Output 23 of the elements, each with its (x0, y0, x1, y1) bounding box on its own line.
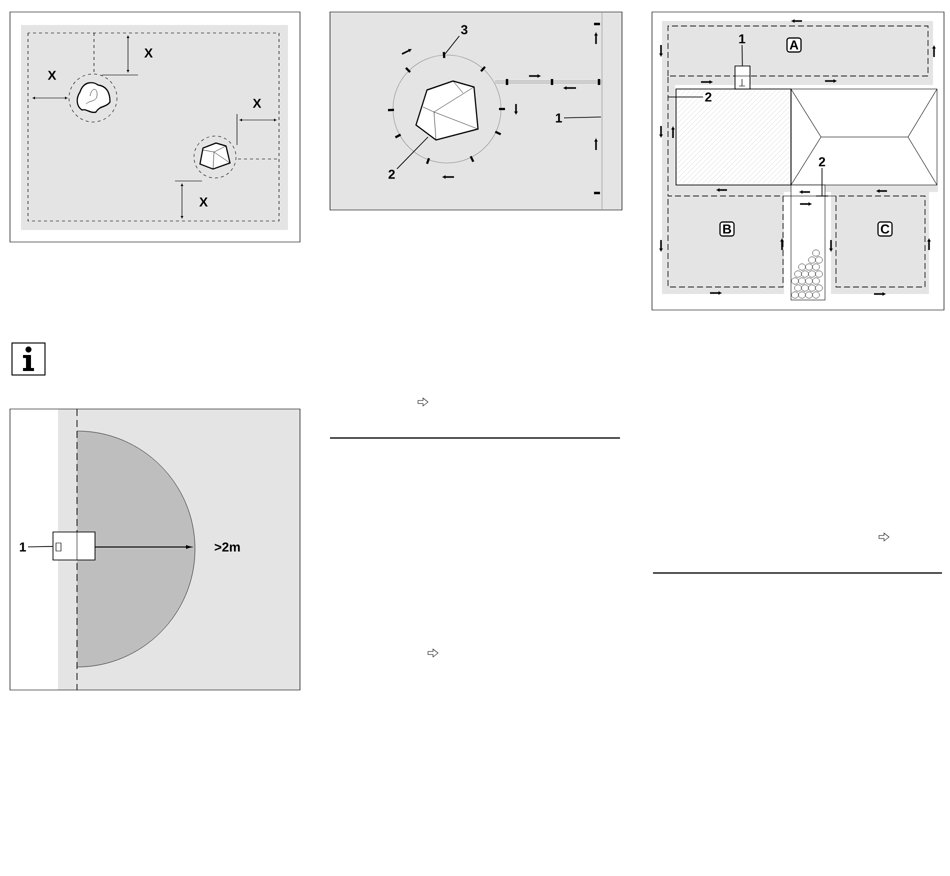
callout-number: 1 (556, 114, 562, 122)
docking-station (734, 66, 750, 90)
dimension-label: X (48, 70, 56, 80)
leader-line (564, 116, 602, 118)
leader-line (396, 136, 428, 170)
area-letter: B (719, 221, 735, 237)
callout-number: 3 (461, 25, 468, 34)
callout-number: 2 (818, 157, 826, 166)
callout-number: 1 (20, 542, 26, 552)
dimension-label: X (199, 198, 208, 206)
docking-station (52, 532, 96, 560)
dimension-label: >2m (214, 542, 240, 552)
leader-line (742, 44, 743, 66)
area-letter: C (877, 221, 893, 237)
callout-number: 2 (705, 92, 712, 102)
dimension-label: X (252, 98, 262, 108)
area-letter: A (786, 37, 802, 53)
dimension-label: X (144, 48, 153, 58)
leader-line (668, 96, 704, 98)
leader-line (444, 36, 460, 54)
callout-number: 1 (739, 34, 746, 44)
leader-line (28, 546, 53, 548)
callout-number: 2 (388, 170, 395, 179)
